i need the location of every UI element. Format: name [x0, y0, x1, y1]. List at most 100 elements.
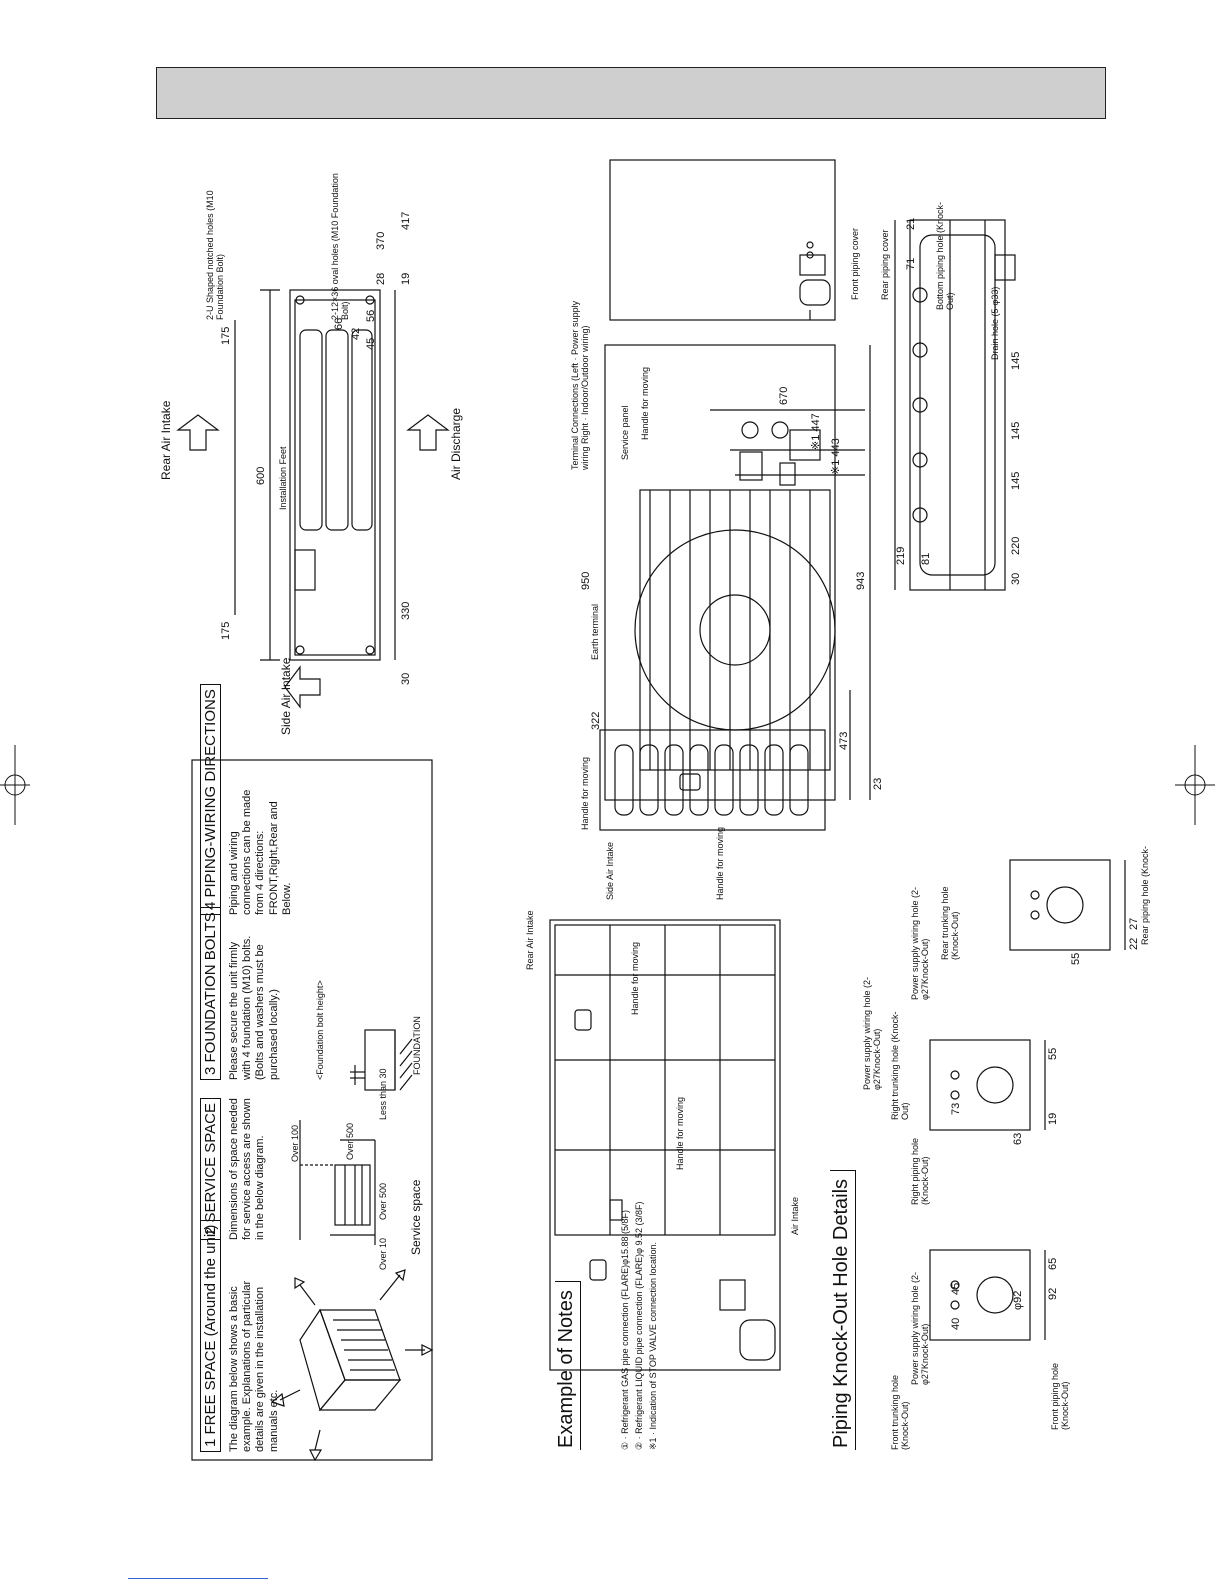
dim-443: ※1 443	[830, 438, 842, 475]
dim-670: 670	[778, 386, 790, 405]
side-view-right-outline	[609, 159, 836, 321]
ko-dim-19: 19	[1047, 1112, 1059, 1125]
header-bar	[156, 67, 1106, 119]
bottom-piping-hole-label: Bottom piping hole (Knock-Out)	[935, 201, 956, 310]
oval-holes-label: 2-12×36 oval holes (M10 Foundation Bolt)	[330, 173, 351, 320]
side-view-left-outline	[599, 729, 826, 831]
dim-145-b: 145	[1010, 471, 1022, 490]
ko-dim-40: 40	[950, 1317, 962, 1330]
air-discharge-label: Air Discharge	[449, 407, 463, 480]
foundation-bolt-height-label: <Foundation bolt height>	[315, 980, 325, 1080]
footer-line	[128, 1578, 268, 1579]
knockout-title: Piping Knock-Out Hole Details	[830, 1169, 856, 1450]
dim-145-c: 145	[1010, 351, 1022, 370]
crop-mark-right	[1175, 745, 1215, 825]
dim-220: 220	[1010, 536, 1022, 555]
rear-view-handle-label-b: Handle for moving	[630, 941, 640, 1015]
earth-terminal-label: Earth terminal	[590, 603, 600, 660]
front-trunking-hole-label: Front trunking hole (Knock-Out)	[890, 1374, 911, 1450]
terminal-connections-label: Terminal Connections (Left · Power suppl…	[570, 300, 591, 470]
crop-mark-left	[0, 745, 30, 825]
front-handle-label: Handle for moving	[640, 366, 650, 440]
drawing-linework	[176, 159, 1126, 1462]
side-air-intake-label: Side Air Intake	[279, 657, 293, 735]
ko-dim-55b: 55	[1070, 952, 1082, 965]
foundation-label: FOUNDATION	[412, 1016, 422, 1075]
dim-447: ※1 447	[810, 413, 822, 450]
dim-175-a: 175	[220, 621, 232, 640]
service-space-label: Service space	[409, 1179, 423, 1255]
piping-wiring-text: Piping and wiring connections can be mad…	[228, 789, 293, 915]
knockout-details-outline	[929, 859, 1126, 1341]
dim-30-b: 30	[1010, 572, 1022, 585]
front-handle-label-2: Handle for moving	[580, 756, 590, 830]
dim-600: 600	[255, 466, 267, 485]
service-space-sketch	[299, 1120, 376, 1245]
dim-417: 417	[400, 211, 412, 230]
foundation-bolts-text: Please secure the unit firmly with 4 fou…	[228, 935, 280, 1080]
dim-950: 950	[580, 571, 592, 590]
rear-view-handle-label-c: Handle for moving	[715, 826, 725, 900]
ko-dim-92: φ92	[1012, 1290, 1024, 1310]
front-view-outline	[604, 344, 871, 801]
dim-219: 219	[895, 546, 907, 565]
over-10-label: Over 10	[378, 1237, 388, 1270]
ko-dim-27: 27	[1128, 917, 1140, 930]
drain-hole-label: Drain hole (5-φ33)	[990, 286, 1000, 360]
over-500-label-b: Over 500	[378, 1182, 388, 1220]
dim-30: 30	[400, 672, 412, 685]
service-panel-label: Service panel	[620, 405, 630, 460]
dim-71: 71	[905, 257, 917, 270]
free-space-title: 1 FREE SPACE (Around the unit)	[200, 1219, 221, 1452]
rear-power-hole-label: Power supply wiring hole (2-φ27Knock-Out…	[910, 886, 931, 1000]
rear-view-outline	[549, 919, 781, 1371]
dim-42: 42	[350, 327, 362, 340]
ko-dim-55: 55	[1047, 1047, 1059, 1060]
front-piping-cover-label: Front piping cover	[850, 227, 860, 300]
rear-air-intake-label: Rear Air Intake	[159, 400, 173, 480]
service-space-title: 2 SERVICE SPACE	[200, 1098, 221, 1240]
rear-view-air-intake-label: Air Intake	[790, 1196, 800, 1235]
ko-dim-45: 45	[950, 1282, 962, 1295]
less-than-30-label: Less than 30	[378, 1068, 388, 1120]
service-space-text: Dimensions of space needed for service a…	[228, 1098, 267, 1240]
dim-370: 370	[375, 231, 387, 250]
dim-145-a: 145	[1010, 421, 1022, 440]
over-500-label-a: Over 500	[345, 1122, 355, 1160]
right-power-hole-label: Power supply wiring hole (2-φ27Knock-Out…	[862, 976, 883, 1090]
notes-frame	[191, 759, 433, 1461]
example-notes-title: Example of Notes	[555, 1281, 581, 1450]
free-space-text: The diagram below shows a basic example.…	[228, 1280, 280, 1452]
dim-330: 330	[400, 601, 412, 620]
free-space-sketch	[270, 1269, 434, 1462]
dim-56: 56	[365, 309, 377, 322]
dim-28: 28	[375, 272, 387, 285]
dim-322: 322	[590, 711, 602, 730]
rear-trunking-hole-label: Rear trunking hole (Knock-Out)	[940, 886, 961, 960]
rear-view-side-air-intake-label: Side Air Intake	[605, 841, 615, 900]
drawing-sheet: 1 FREE SPACE (Around the unit) The diagr…	[150, 130, 1150, 1470]
ko-dim-92b: 92	[1047, 1287, 1059, 1300]
front-power-hole-label: Power supply wiring hole (2-φ27Knock-Out…	[910, 1271, 931, 1385]
ko-dim-65: 65	[1047, 1257, 1059, 1270]
front-piping-hole-label: Front piping hole (Knock-Out)	[1050, 1362, 1071, 1430]
piping-wiring-title: 4 PIPING-WIRING DIRECTIONS	[200, 684, 221, 915]
ko-dim-63: 63	[1012, 1132, 1024, 1145]
rear-piping-hole-label: Rear piping hole (Knock-Out)	[1140, 845, 1150, 945]
rear-view-rear-air-intake-label: Rear Air Intake	[525, 910, 535, 970]
dim-175-b: 175	[220, 326, 232, 345]
over-100-label: Over 100	[290, 1124, 300, 1162]
foundation-bolt-sketch	[350, 1029, 413, 1091]
right-piping-hole-label: Right piping hole (Knock-Out)	[910, 1137, 931, 1205]
ko-dim-22: 22	[1128, 937, 1140, 950]
rotated-drawing: 1 FREE SPACE (Around the unit) The diagr…	[150, 130, 1150, 1470]
u-notch-label: 2-U Shaped notched holes (M10 Foundation…	[205, 190, 226, 320]
right-trunking-hole-label: Right trunking hole (Knock-Out)	[890, 1011, 911, 1120]
rear-view-handle-label-a: Handle for moving	[675, 1096, 685, 1170]
dim-23: 23	[872, 777, 884, 790]
dim-19: 19	[400, 272, 412, 285]
dim-473: 473	[838, 731, 850, 750]
installation-feet-label: Installation Feet	[278, 446, 288, 510]
dim-943: 943	[855, 571, 867, 590]
bottom-view-outline	[894, 219, 1016, 591]
